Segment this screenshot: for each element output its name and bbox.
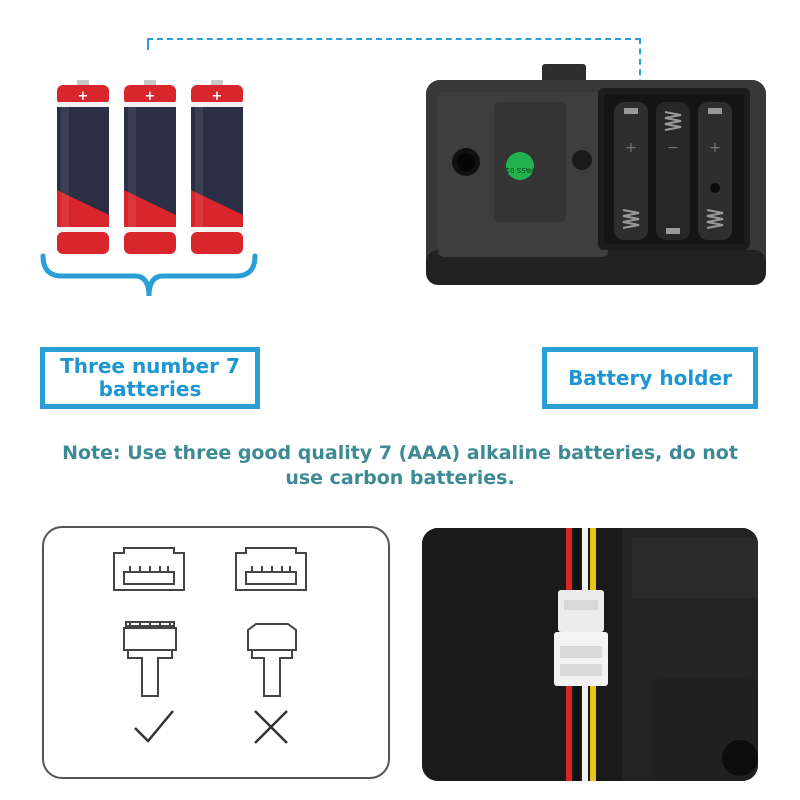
dashed-connector-right <box>639 38 641 96</box>
svg-text:+: + <box>212 89 223 104</box>
wire-connector-image <box>422 528 758 781</box>
bracket-icon <box>40 252 258 302</box>
check-mark-icon <box>134 710 174 743</box>
battery-1: + <box>57 80 109 258</box>
svg-text:+: + <box>78 89 89 104</box>
pass-sticker-text: PASS 01 <box>506 166 535 174</box>
battery-2: + <box>124 80 176 258</box>
batteries-label: Three number 7 batteries <box>40 347 260 409</box>
svg-text:+: + <box>145 89 156 104</box>
battery-3: + <box>191 80 243 258</box>
battery-holder-label: Battery holder <box>542 347 758 409</box>
cross-mark-icon <box>254 710 288 744</box>
svg-text:+: + <box>625 140 637 156</box>
connector-diagram-panel <box>42 526 390 779</box>
dashed-connector-left <box>147 38 149 50</box>
battery-holder-image: PASS 01 + − + <box>418 60 773 295</box>
svg-text:+: + <box>709 140 721 156</box>
battery-note: Note: Use three good quality 7 (AAA) alk… <box>62 442 738 489</box>
svg-text:−: − <box>667 140 679 156</box>
dashed-connector-line <box>147 38 641 40</box>
